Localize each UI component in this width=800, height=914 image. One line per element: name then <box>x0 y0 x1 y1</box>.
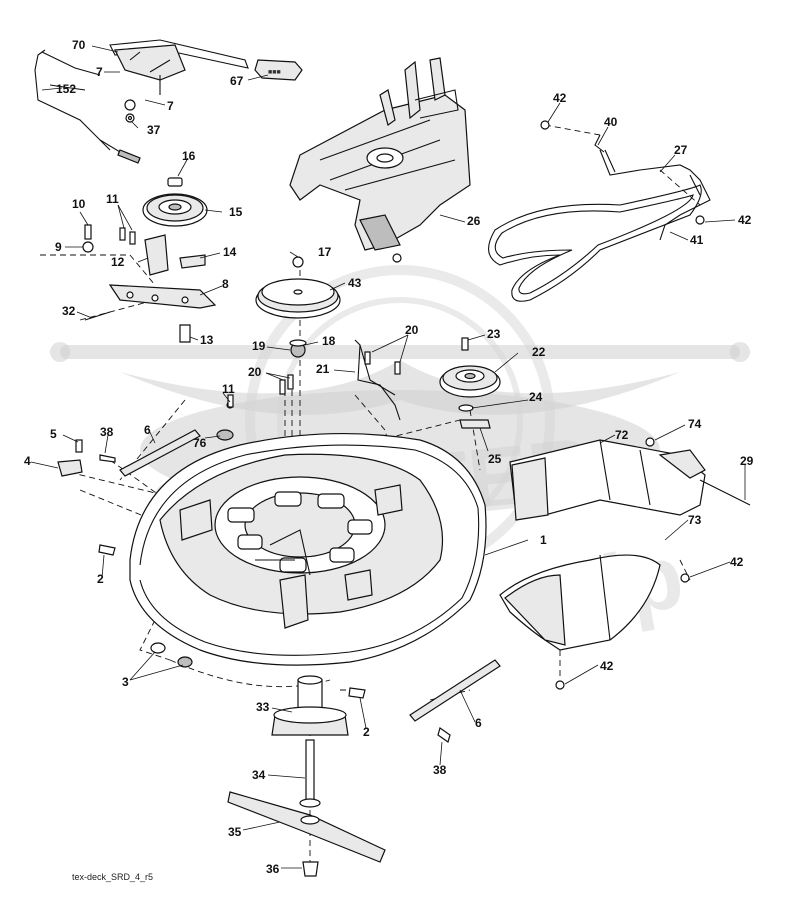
callout-5: 5 <box>50 427 57 441</box>
callout-38: 38 <box>433 763 447 777</box>
callout-26: 26 <box>467 214 481 228</box>
callout-6: 6 <box>144 423 151 437</box>
callout-18: 18 <box>322 334 336 348</box>
callout-38: 38 <box>100 425 114 439</box>
callout-76: 76 <box>193 436 207 450</box>
callout-19: 19 <box>252 339 266 353</box>
leader-lines <box>30 45 746 869</box>
callout-74: 74 <box>688 417 702 431</box>
callout-21: 21 <box>316 362 330 376</box>
callout-7: 7 <box>96 65 103 79</box>
callout-42: 42 <box>553 91 567 105</box>
callout-15: 15 <box>229 205 243 219</box>
callout-29: 29 <box>740 454 754 468</box>
callout-40: 40 <box>604 115 618 129</box>
callout-72: 72 <box>615 428 629 442</box>
discharge-chute <box>499 120 751 690</box>
callout-22: 22 <box>532 345 546 359</box>
callout-7: 7 <box>167 99 174 113</box>
callout-32: 32 <box>62 304 76 318</box>
idler-bracket <box>82 224 217 343</box>
callout-2: 2 <box>363 725 370 739</box>
callout-36: 36 <box>266 862 280 876</box>
callout-24: 24 <box>529 390 543 404</box>
callout-20: 20 <box>248 365 262 379</box>
svg-text:■■■: ■■■ <box>268 69 281 76</box>
callout-73: 73 <box>688 513 702 527</box>
callout-27: 27 <box>674 143 688 157</box>
drive-belt-and-guide <box>488 134 711 302</box>
idler-pulley-left <box>142 177 208 227</box>
callout-9: 9 <box>55 240 62 254</box>
callout-70: 70 <box>72 38 86 52</box>
callout-11: 11 <box>222 382 235 396</box>
belt-keeper-bracket <box>354 339 401 421</box>
deck-side-links <box>57 374 501 743</box>
callout-35: 35 <box>228 825 242 839</box>
callout-42: 42 <box>738 213 752 227</box>
callout-42: 42 <box>730 555 744 569</box>
callout-41: 41 <box>690 233 704 247</box>
callout-43: 43 <box>348 276 362 290</box>
callout-6: 6 <box>475 716 482 730</box>
callout-67: 67 <box>230 74 244 88</box>
callout-3: 3 <box>122 675 129 689</box>
callout-34: 34 <box>252 768 266 782</box>
diagram-reference-code: tex-deck_SRD_4_r5 <box>72 872 153 882</box>
deck-top-shield <box>289 57 471 263</box>
callout-152: 152 <box>56 82 76 96</box>
part-callouts: 70 152 7 7 67 37 16 15 10 11 9 12 14 17 … <box>24 38 754 876</box>
mower-deck-housing <box>129 432 487 666</box>
callout-37: 37 <box>147 123 161 137</box>
callout-16: 16 <box>182 149 196 163</box>
callout-10: 10 <box>72 197 86 211</box>
callout-20: 20 <box>405 323 419 337</box>
callout-2: 2 <box>97 572 104 586</box>
idler-pulley-right <box>439 337 501 429</box>
callout-23: 23 <box>487 327 501 341</box>
callout-42: 42 <box>600 659 614 673</box>
callout-12: 12 <box>111 255 125 269</box>
callout-14: 14 <box>223 245 237 259</box>
callout-8: 8 <box>222 277 229 291</box>
spindle-and-blade <box>227 675 386 877</box>
callout-17: 17 <box>318 245 332 259</box>
callout-25: 25 <box>488 452 502 466</box>
main-deck-pulley <box>255 256 341 358</box>
callout-13: 13 <box>200 333 214 347</box>
callout-4: 4 <box>24 454 31 468</box>
callout-33: 33 <box>256 700 270 714</box>
callout-11: 11 <box>106 192 119 206</box>
callout-1: 1 <box>540 533 547 547</box>
